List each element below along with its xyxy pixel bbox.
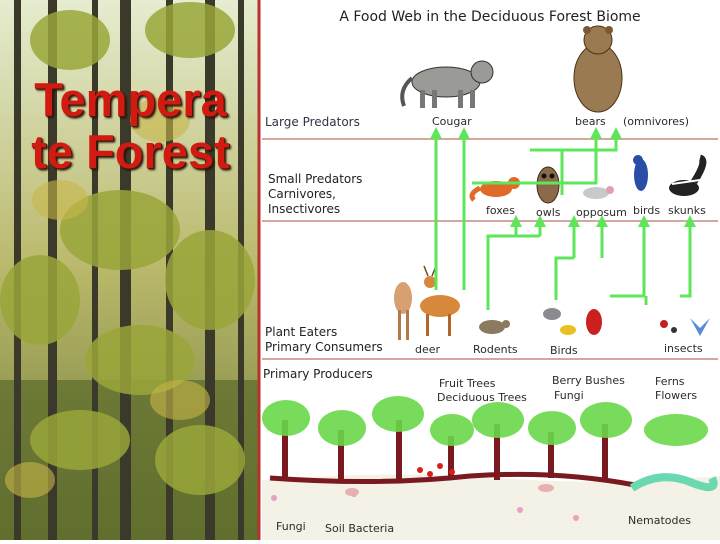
level-small-predators-3: Insectivores	[268, 202, 341, 216]
label-nematodes: Nematodes	[628, 514, 691, 527]
label-ferns: Ferns	[655, 375, 685, 388]
label-opposum: opposum	[576, 206, 627, 219]
label-berry-bushes: Berry Bushes	[552, 374, 625, 387]
label-insects: insects	[664, 342, 703, 355]
label-fungi-upper: Fungi	[554, 389, 584, 402]
fox-icon	[469, 177, 520, 202]
level-primary-producers: Primary Producers	[263, 367, 373, 381]
label-deciduous-trees: Deciduous Trees	[437, 391, 527, 404]
deer-icon	[394, 265, 460, 340]
rodent-icon	[479, 320, 510, 334]
forest-photo	[0, 0, 258, 540]
level-small-predators-1: Small Predators	[268, 172, 363, 186]
opposum-icon	[583, 186, 614, 199]
food-web-arrows	[430, 127, 696, 310]
label-owls: owls	[536, 206, 561, 219]
label-cougar: Cougar	[432, 115, 472, 128]
bear-icon	[573, 25, 623, 113]
level-plant-eaters-1: Plant Eaters	[265, 325, 338, 339]
producers-illustration	[262, 396, 720, 540]
slide-title: Tempera te Forest	[31, 73, 230, 178]
label-deer: deer	[415, 343, 441, 356]
skunk-icon	[669, 154, 707, 196]
label-fungi: Fungi	[276, 520, 306, 533]
label-flowers: Flowers	[655, 389, 698, 402]
label-fruit-trees: Fruit Trees	[439, 377, 496, 390]
level-small-predators-2: Carnivores,	[268, 187, 336, 201]
label-soil-bacteria: Soil Bacteria	[325, 522, 395, 535]
label-omnivores: (omnivores)	[623, 115, 690, 128]
owl-icon	[536, 166, 560, 204]
label-bears: bears	[575, 115, 606, 128]
label-birds-upper: birds	[633, 204, 661, 217]
label-rodents: Rodents	[473, 343, 518, 356]
cougar-icon	[400, 60, 494, 108]
level-plant-eaters-2: Primary Consumers	[265, 340, 383, 354]
label-birds-lower: Birds	[550, 344, 578, 357]
insects-icon	[660, 318, 710, 336]
bluejay-icon	[633, 155, 648, 191]
songbirds-icon	[543, 308, 602, 335]
label-foxes: foxes	[486, 204, 515, 217]
level-large-predators: Large Predators	[265, 115, 360, 129]
label-skunks: skunks	[668, 204, 706, 217]
food-web-title: A Food Web in the Deciduous Forest Biome	[339, 9, 641, 25]
